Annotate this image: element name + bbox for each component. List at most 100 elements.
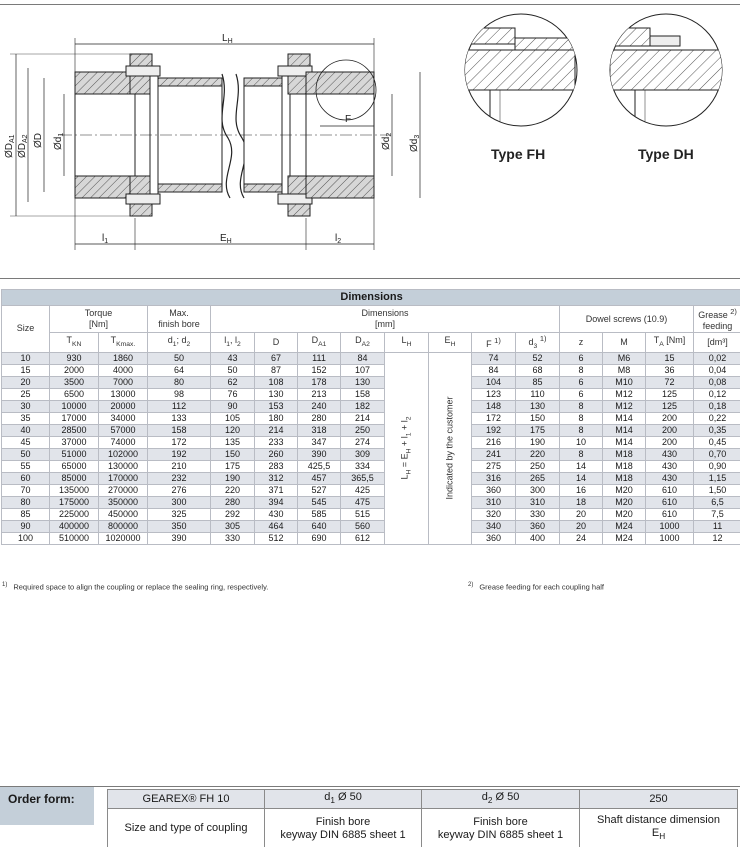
table-cell: 1000 bbox=[645, 519, 694, 533]
table-cell: 390 bbox=[297, 447, 341, 461]
table-cell: 276 bbox=[147, 483, 211, 497]
table-cell: 6500 bbox=[49, 387, 99, 401]
lh-formula-cell: LH = EH + l1 + l2 bbox=[384, 351, 429, 545]
table-cell: 545 bbox=[297, 495, 341, 509]
table-cell: 512 bbox=[254, 531, 298, 545]
table-cell: 50 bbox=[1, 447, 50, 461]
table-cell: 430 bbox=[254, 507, 298, 521]
table-cell: 8 bbox=[559, 447, 603, 461]
table-cell: 104 bbox=[471, 375, 516, 389]
table-cell: 450000 bbox=[98, 507, 148, 521]
table-cell: 250 bbox=[515, 459, 560, 473]
table-cell: 130 bbox=[340, 375, 385, 389]
table-cell: 274 bbox=[340, 435, 385, 449]
table-cell: 690 bbox=[297, 531, 341, 545]
col-grease: Grease 2)feeding bbox=[692, 305, 740, 333]
svg-text:LH: LH bbox=[222, 33, 233, 45]
table-cell: 84 bbox=[471, 363, 516, 377]
table-cell: 320 bbox=[471, 507, 516, 521]
table-cell: 312 bbox=[254, 471, 298, 485]
table-cell: 8 bbox=[559, 423, 603, 437]
table-cell: 68 bbox=[515, 363, 560, 377]
table-cell: 330 bbox=[210, 531, 255, 545]
table-cell: 130000 bbox=[98, 459, 148, 473]
table-cell: 158 bbox=[340, 387, 385, 401]
type-fh-detail bbox=[464, 13, 578, 127]
table-cell: 150 bbox=[515, 411, 560, 425]
table-cell: 200 bbox=[645, 435, 694, 449]
table-cell: 1860 bbox=[98, 351, 148, 365]
table-cell: 930 bbox=[49, 351, 99, 365]
col-size: Size bbox=[1, 305, 50, 353]
table-cell: 1020000 bbox=[98, 531, 148, 545]
table-cell: 16 bbox=[559, 483, 603, 497]
table-cell: 25 bbox=[1, 387, 50, 401]
table-cell: 260 bbox=[254, 447, 298, 461]
table-cell: 390 bbox=[147, 531, 211, 545]
table-cell: 85000 bbox=[49, 471, 99, 485]
table-cell: 12 bbox=[692, 531, 740, 545]
table-cell: 11 bbox=[692, 519, 740, 533]
table-cell: 80 bbox=[1, 495, 50, 509]
table-cell: 172 bbox=[471, 411, 516, 425]
table-cell: 108 bbox=[254, 375, 298, 389]
table-cell: 200 bbox=[645, 411, 694, 425]
table-cell: 610 bbox=[645, 483, 694, 497]
table-cell: M12 bbox=[602, 387, 646, 401]
table-cell: 300 bbox=[147, 495, 211, 509]
table-cell: 233 bbox=[254, 435, 298, 449]
table-cell: 70 bbox=[1, 483, 50, 497]
table-cell: 120 bbox=[210, 423, 255, 437]
table-cell: 170000 bbox=[98, 471, 148, 485]
table-cell: 150 bbox=[210, 447, 255, 461]
table-cell: M20 bbox=[602, 507, 646, 521]
col-dimensions: Dimensions[mm] bbox=[210, 305, 560, 333]
order-form-label: Order form: bbox=[0, 787, 94, 825]
table-cell: M6 bbox=[602, 351, 646, 365]
table-cell: 464 bbox=[254, 519, 298, 533]
table-cell: 0,02 bbox=[692, 351, 740, 365]
table-cell: M12 bbox=[602, 399, 646, 413]
table-cell: 15 bbox=[1, 363, 50, 377]
svg-text:Ød1: Ød1 bbox=[53, 133, 65, 150]
table-cell: 87 bbox=[254, 363, 298, 377]
table-cell: 610 bbox=[645, 507, 694, 521]
table-cell: 371 bbox=[254, 483, 298, 497]
table-cell: 270000 bbox=[98, 483, 148, 497]
table-cell: 18 bbox=[559, 495, 603, 509]
footnote-2: 2)Grease feeding for each coupling half bbox=[468, 582, 605, 592]
table-cell: 216 bbox=[471, 435, 516, 449]
table-cell: M14 bbox=[602, 411, 646, 425]
table-cell: 112 bbox=[147, 399, 211, 413]
table-cell: 214 bbox=[254, 423, 298, 437]
table-cell: 430 bbox=[645, 459, 694, 473]
table-cell: 0,18 bbox=[692, 399, 740, 413]
order-value-eh: 250 bbox=[579, 788, 738, 810]
table-cell: 7000 bbox=[98, 375, 148, 389]
table-cell: 318 bbox=[297, 423, 341, 437]
table-cell: 0,70 bbox=[692, 447, 740, 461]
table-cell: 265 bbox=[515, 471, 560, 485]
table-cell: 200 bbox=[645, 423, 694, 437]
table-cell: 80 bbox=[147, 375, 211, 389]
footnote-1: 1)Required space to align the coupling o… bbox=[2, 582, 269, 592]
table-cell: 20 bbox=[559, 507, 603, 521]
label-f: F bbox=[345, 114, 351, 125]
table-cell: 190 bbox=[210, 471, 255, 485]
mid-rule bbox=[0, 278, 740, 279]
table-cell: 213 bbox=[297, 387, 341, 401]
table-cell: 0,45 bbox=[692, 435, 740, 449]
table-cell: 360 bbox=[515, 519, 560, 533]
table-cell: 475 bbox=[340, 495, 385, 509]
type-dh-label: Type DH bbox=[638, 146, 694, 162]
table-cell: 37000 bbox=[49, 435, 99, 449]
table-cell: 10 bbox=[559, 435, 603, 449]
